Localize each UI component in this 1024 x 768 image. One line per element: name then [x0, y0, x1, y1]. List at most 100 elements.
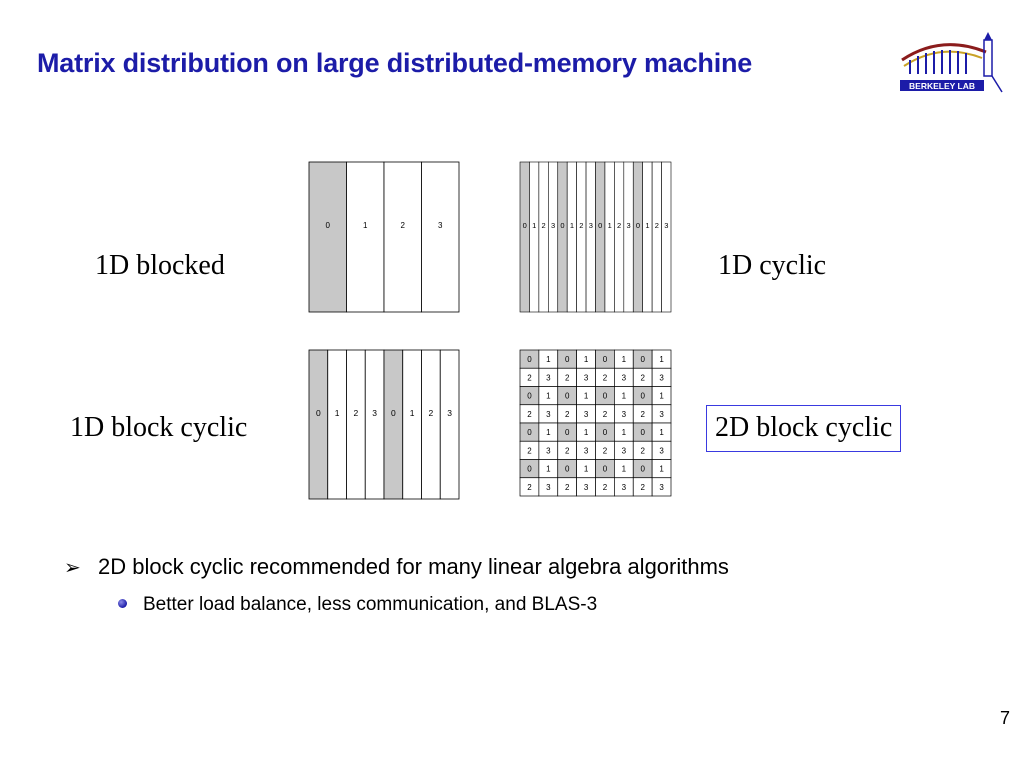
column-label: 1	[570, 221, 574, 230]
grid-cell-label: 0	[603, 355, 608, 364]
grid-cell-label: 2	[527, 410, 532, 419]
column-cell	[623, 161, 634, 313]
label-1d-cyclic: 1D cyclic	[718, 250, 827, 281]
column-label: 2	[542, 221, 546, 230]
column-label: 3	[438, 221, 443, 230]
grid-cell-label: 2	[565, 373, 570, 382]
grid-cell-label: 1	[659, 355, 664, 364]
grid-cell-label: 0	[603, 465, 608, 474]
grid-cell-label: 0	[565, 392, 570, 401]
column-label: 2	[429, 408, 434, 418]
column-label: 1	[335, 408, 340, 418]
round-bullet-icon	[118, 599, 127, 608]
column-label: 1	[532, 221, 536, 230]
grid-cell-label: 0	[527, 392, 532, 401]
column-label: 0	[598, 221, 602, 230]
berkeley-lab-logo: BERKELEY LAB	[896, 30, 1004, 96]
column-label: 1	[608, 221, 612, 230]
bullet-main: ➢ 2D block cyclic recommended for many li…	[64, 554, 729, 580]
grid-cell-label: 1	[584, 355, 589, 364]
grid-cell-label: 2	[527, 483, 532, 492]
column-cell	[632, 161, 643, 313]
grid-cell	[651, 477, 672, 497]
grid-cell-label: 0	[565, 428, 570, 437]
column-label: 1	[645, 221, 649, 230]
column-label: 0	[391, 408, 396, 418]
grid-cell-label: 1	[546, 392, 551, 401]
grid-cell-label: 1	[659, 428, 664, 437]
column-cell	[327, 349, 347, 500]
column-cell	[308, 161, 347, 313]
grid-cell-label: 1	[622, 428, 627, 437]
column-label: 0	[316, 408, 321, 418]
column-label: 1	[410, 408, 415, 418]
grid-cell-label: 0	[527, 355, 532, 364]
column-cell	[439, 349, 460, 500]
page-number: 7	[999, 708, 1010, 728]
column-cell	[421, 161, 460, 313]
grid-cell-label: 3	[659, 410, 664, 419]
grid-cell-label: 3	[659, 373, 664, 382]
bullet-sub: Better load balance, less communication,…	[118, 594, 597, 616]
column-cell	[661, 161, 672, 313]
grid-cell-label: 3	[546, 483, 551, 492]
grid-cell-label: 1	[659, 392, 664, 401]
column-cell	[383, 349, 404, 500]
grid-cell-label: 1	[622, 392, 627, 401]
grid-cell-label: 0	[527, 428, 532, 437]
column-cell	[364, 349, 385, 500]
grid-cell-label: 3	[584, 446, 589, 455]
column-label: 3	[589, 221, 593, 230]
column-cell	[614, 161, 625, 313]
grid-cell-label: 0	[527, 465, 532, 474]
grid-cell-label: 3	[659, 446, 664, 455]
column-label: 0	[560, 221, 564, 230]
bullet-main-text: 2D block cyclic recommended for many lin…	[98, 554, 729, 579]
grid-cell-label: 3	[622, 373, 627, 382]
column-cell	[346, 161, 385, 313]
grid-cell-label: 3	[584, 483, 589, 492]
slide-title: Matrix distribution on large distributed…	[37, 48, 753, 78]
grid-cell-label: 3	[546, 373, 551, 382]
grid-cell-label: 3	[622, 483, 627, 492]
grid-cell-label: 1	[546, 355, 551, 364]
grid-cell-label: 1	[622, 465, 627, 474]
grid-cell-label: 3	[546, 446, 551, 455]
grid-cell-label: 3	[546, 410, 551, 419]
arrow-bullet-icon: ➢	[64, 557, 81, 579]
grid-cell-label: 2	[565, 446, 570, 455]
column-cell	[402, 349, 422, 500]
grid-cell-label: 3	[622, 446, 627, 455]
grid-cell-label: 0	[565, 465, 570, 474]
grid-cell-label: 1	[546, 465, 551, 474]
column-cell	[585, 161, 596, 313]
grid-cell-label: 0	[640, 355, 645, 364]
column-label: 3	[551, 221, 555, 230]
grid-cell-label: 3	[584, 410, 589, 419]
label-2d-block-cyclic: 2D block cyclic	[706, 405, 902, 452]
grid-cell-label: 2	[603, 446, 608, 455]
grid-cell-label: 1	[659, 465, 664, 474]
column-cell	[651, 161, 662, 313]
label-1d-blocked: 1D blocked	[95, 250, 225, 281]
grid-cell-label: 2	[527, 446, 532, 455]
column-label: 1	[363, 221, 368, 230]
grid-cell-label: 3	[584, 373, 589, 382]
grid-cell-label: 1	[584, 428, 589, 437]
column-cell	[383, 161, 422, 313]
column-label: 2	[354, 408, 359, 418]
column-label: 3	[447, 408, 452, 418]
grid-cell-label: 2	[640, 446, 645, 455]
column-cell	[566, 161, 577, 313]
grid-cell-label: 2	[527, 373, 532, 382]
column-cell	[604, 161, 615, 313]
column-label: 0	[523, 221, 527, 230]
column-cell	[557, 161, 568, 313]
column-label: 3	[664, 221, 668, 230]
grid-cell-label: 1	[622, 355, 627, 364]
